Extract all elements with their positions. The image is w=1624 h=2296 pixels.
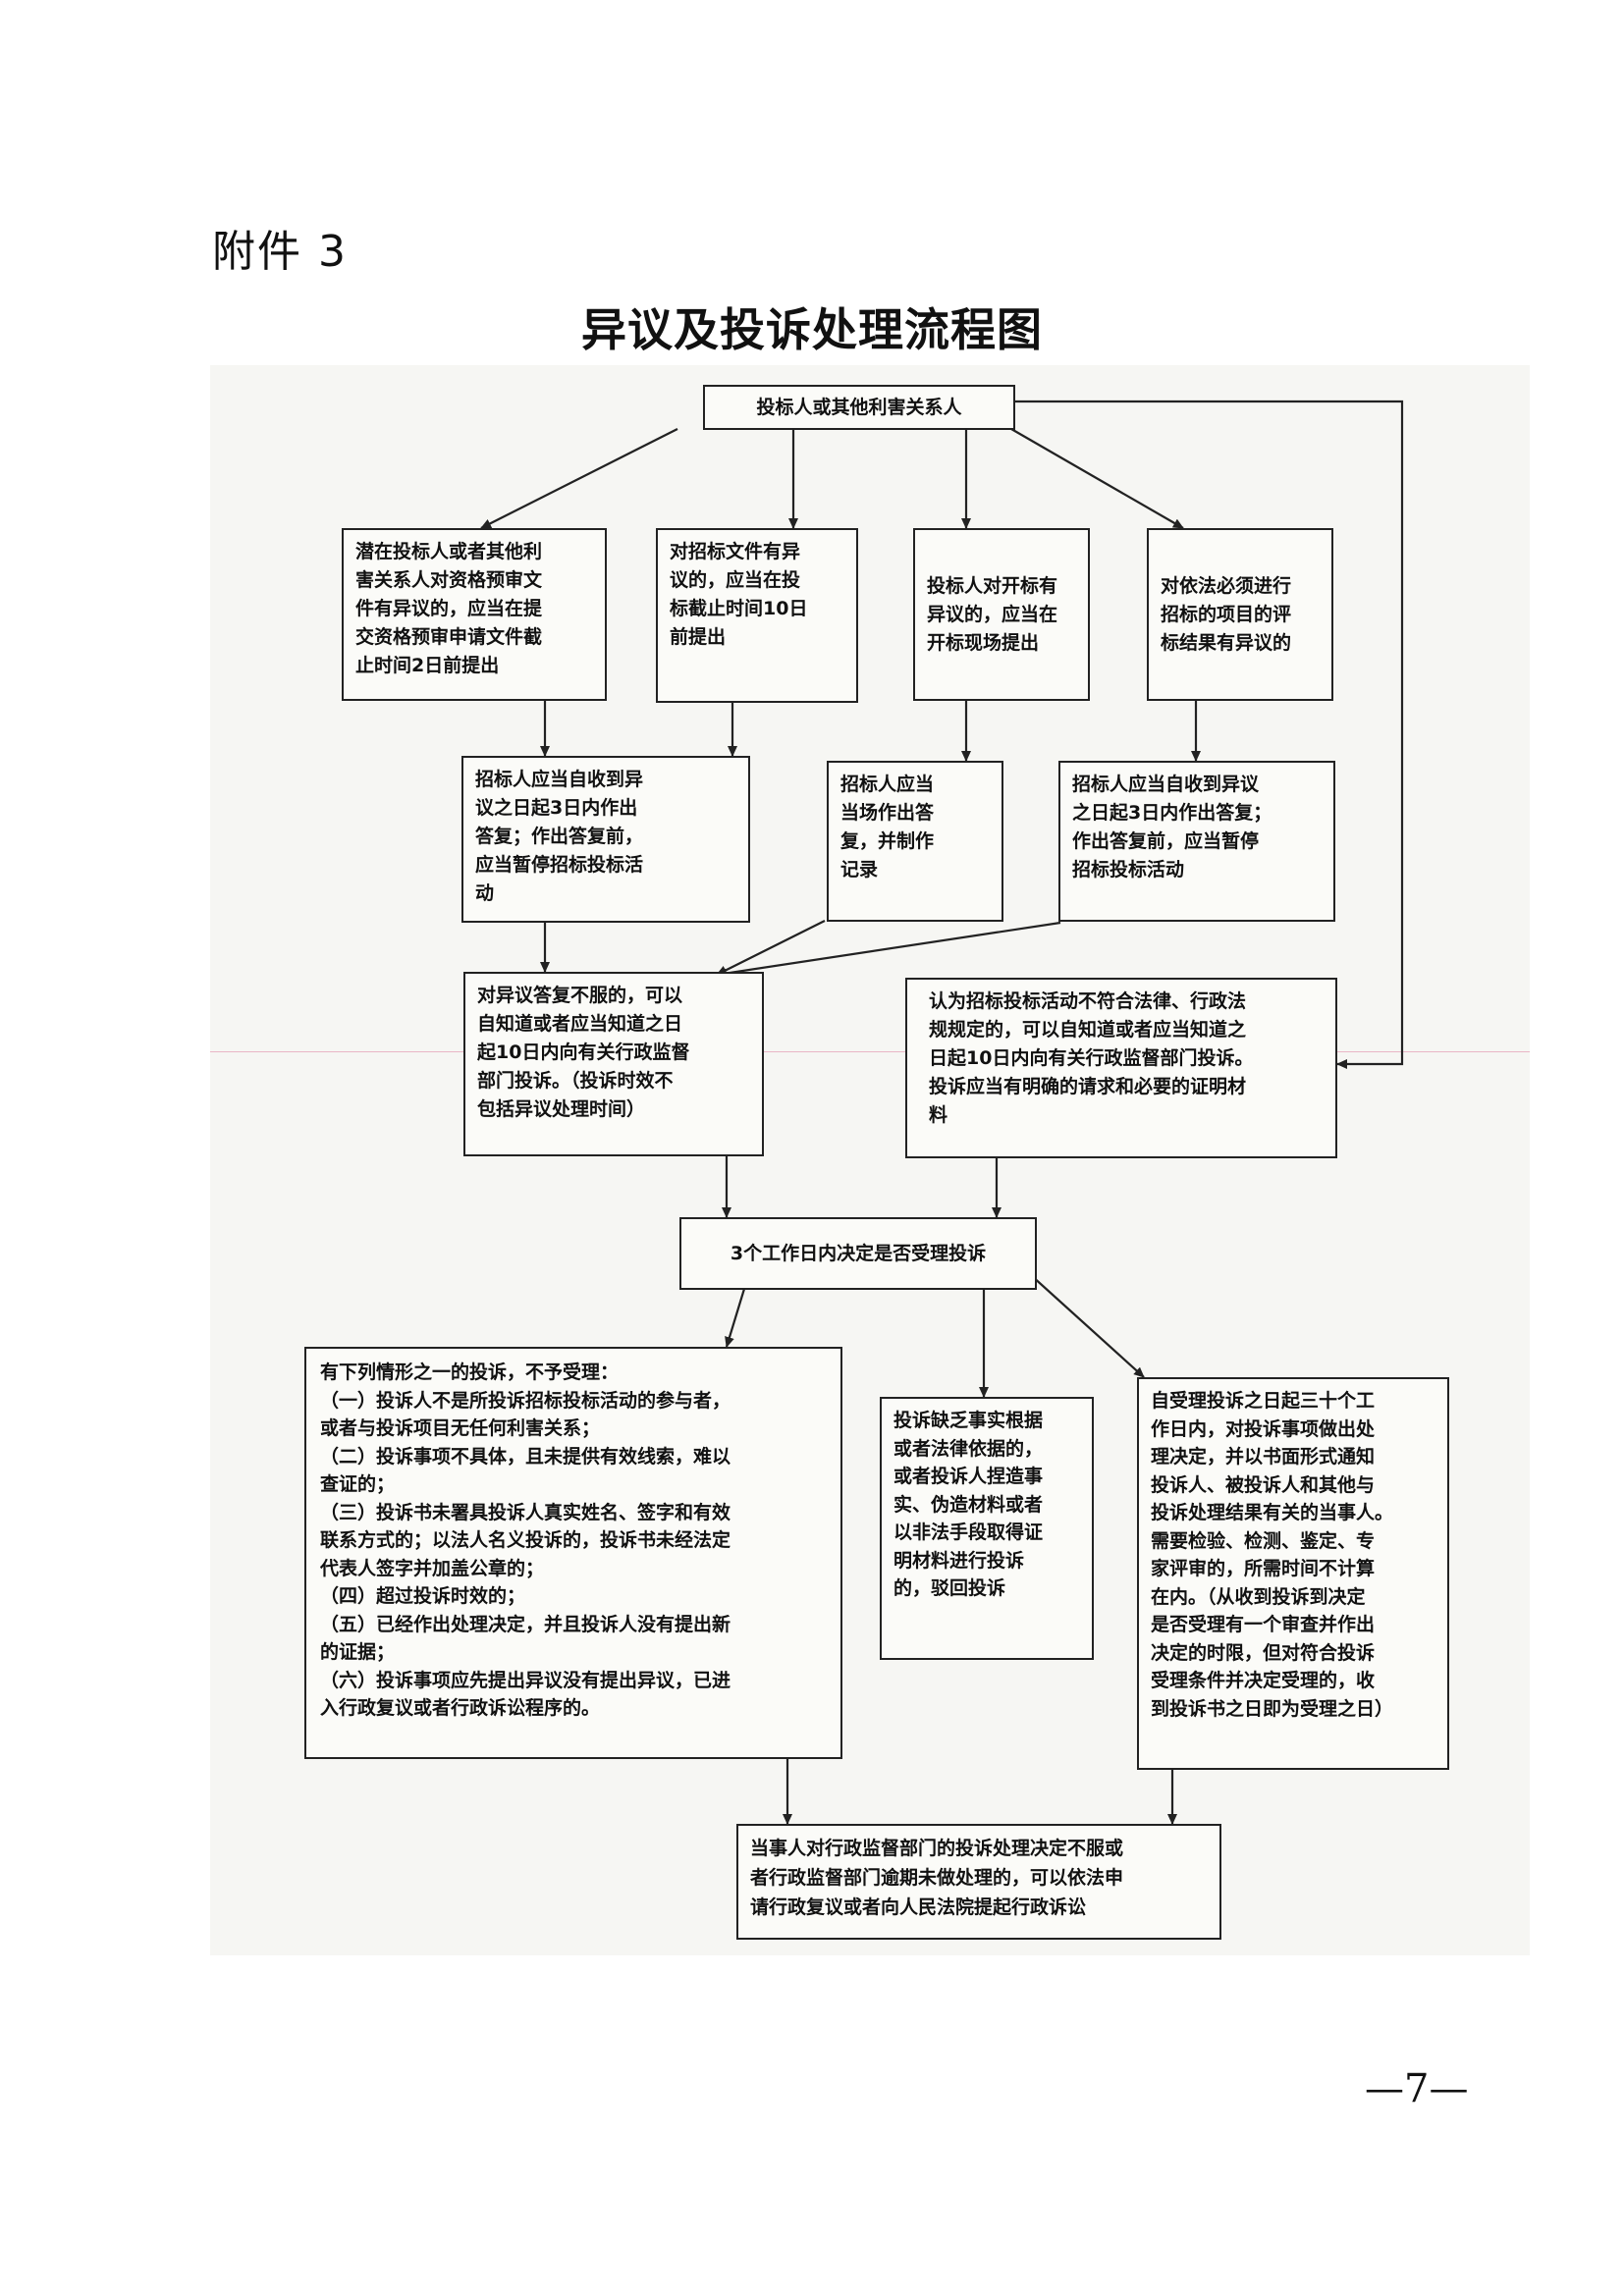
box-complaint-after-objection-text: 对异议答复不服的，可以 自知道或者应当知道之日 起10日内向有关行政监督 部门投… bbox=[477, 985, 690, 1120]
box-complaint-dismissed-text: 投诉缺乏事实根据 或者法律依据的， 或者投诉人捏造事 实、伪造材料或者 以非法手… bbox=[893, 1410, 1044, 1599]
box-final-appeal: 当事人对行政监督部门的投诉处理决定不服或 者行政监督部门逾期未做处理的，可以依法… bbox=[736, 1824, 1221, 1940]
arrow-source-q1 bbox=[480, 428, 678, 529]
box-response-3days-b: 招标人应当自收到异议 之日起3日内作出答复； 作出答复前，应当暂停 招标投标活动 bbox=[1058, 761, 1335, 922]
attachment-label: 附件 3 bbox=[212, 227, 348, 277]
page-number: —7— bbox=[1365, 2066, 1469, 2111]
box-complaint-dismissed: 投诉缺乏事实根据 或者法律依据的， 或者投诉人捏造事 实、伪造材料或者 以非法手… bbox=[880, 1397, 1094, 1660]
box-response-3days-a: 招标人应当自收到异 议之日起3日内作出 答复；作出答复前， 应当暂停招标投标活 … bbox=[461, 756, 750, 923]
box-objection-prequalification: 潜在投标人或者其他利 害关系人对资格预审文 件有异议的，应当在提 交资格预审申请… bbox=[342, 528, 607, 701]
box-objection-tender-docs-text: 对招标文件有异 议的，应当在投 标截止时间10日 前提出 bbox=[670, 541, 808, 648]
scan-artifact-line bbox=[210, 1051, 1530, 1052]
box-objection-evaluation-text: 对依法必须进行 招标的项目的评 标结果有异议的 bbox=[1161, 574, 1292, 654]
box-complaint-direct: 认为招标投标活动不符合法律、行政法 规规定的，可以自知道或者应当知道之 日起10… bbox=[905, 978, 1337, 1158]
arrow-decide-reject bbox=[725, 1288, 746, 1348]
box-not-accepted: 有下列情形之一的投诉，不予受理： （一）投诉人不是所投诉招标投标活动的参与者， … bbox=[304, 1347, 842, 1759]
arrow-source-c2 bbox=[1014, 400, 1404, 1069]
box-response-onsite: 招标人应当 当场作出答 复，并制作 记录 bbox=[827, 761, 1003, 922]
box-source: 投标人或其他利害关系人 bbox=[703, 385, 1015, 430]
box-objection-bid-opening: 投标人对开标有 异议的，应当在 开标现场提出 bbox=[913, 528, 1090, 701]
box-response-onsite-text: 招标人应当 当场作出答 复，并制作 记录 bbox=[840, 774, 935, 881]
box-complaint-direct-text: 认为招标投标活动不符合法律、行政法 规规定的，可以自知道或者应当知道之 日起10… bbox=[929, 990, 1254, 1126]
box-decide-acceptance-text: 3个工作日内决定是否受理投诉 bbox=[730, 1242, 987, 1264]
box-objection-prequalification-text: 潜在投标人或者其他利 害关系人对资格预审文 件有异议的，应当在提 交资格预审申请… bbox=[355, 541, 543, 676]
arrow-r2-c1 bbox=[716, 920, 826, 976]
box-decide-acceptance: 3个工作日内决定是否受理投诉 bbox=[679, 1217, 1037, 1290]
box-objection-tender-docs: 对招标文件有异 议的，应当在投 标截止时间10日 前提出 bbox=[656, 528, 858, 703]
box-final-appeal-text: 当事人对行政监督部门的投诉处理决定不服或 者行政监督部门逾期未做处理的，可以依法… bbox=[750, 1838, 1124, 1918]
arrow-r3-c1 bbox=[716, 921, 1061, 979]
page-title: 异议及投诉处理流程图 bbox=[581, 303, 1043, 356]
box-objection-evaluation: 对依法必须进行 招标的项目的评 标结果有异议的 bbox=[1147, 528, 1333, 701]
box-accepted-handling: 自受理投诉之日起三十个工 作日内，对投诉事项做出处 理决定，并以书面形式通知 投… bbox=[1137, 1377, 1449, 1770]
arrow-source-q4 bbox=[1010, 428, 1184, 529]
box-response-3days-a-text: 招标人应当自收到异 议之日起3日内作出 答复；作出答复前， 应当暂停招标投标活 … bbox=[475, 769, 644, 904]
box-accepted-handling-text: 自受理投诉之日起三十个工 作日内，对投诉事项做出处 理决定，并以书面形式通知 投… bbox=[1151, 1390, 1394, 1720]
box-not-accepted-text: 有下列情形之一的投诉，不予受理： （一）投诉人不是所投诉招标投标活动的参与者， … bbox=[320, 1362, 731, 1719]
box-complaint-after-objection: 对异议答复不服的，可以 自知道或者应当知道之日 起10日内向有关行政监督 部门投… bbox=[463, 972, 764, 1156]
box-response-3days-b-text: 招标人应当自收到异议 之日起3日内作出答复； 作出答复前，应当暂停 招标投标活动 bbox=[1072, 774, 1272, 881]
box-objection-bid-opening-text: 投标人对开标有 异议的，应当在 开标现场提出 bbox=[927, 574, 1058, 654]
arrow-decide-accept bbox=[1020, 1265, 1145, 1378]
box-source-text: 投标人或其他利害关系人 bbox=[756, 396, 962, 418]
